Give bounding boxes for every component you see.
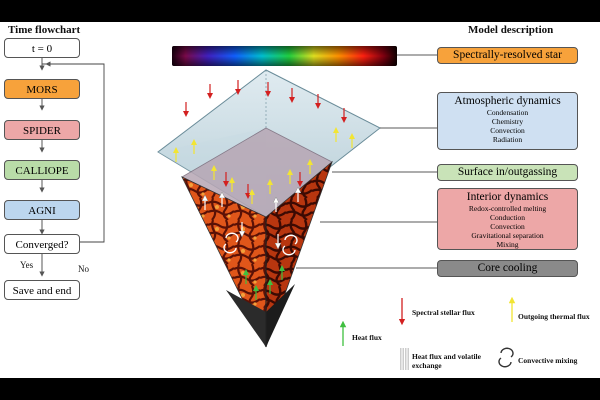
legend-heat-volatile: Heat flux and volatile exchange <box>412 352 481 370</box>
desc-interior-label: Interior dynamics <box>466 191 549 203</box>
figure-canvas: Time flowchart Model description t = 0 M… <box>0 22 600 378</box>
legend-glyphs <box>339 296 516 370</box>
flow-step-mors: MORS <box>4 79 80 99</box>
flowchart-title: Time flowchart <box>8 24 81 36</box>
flow-step-agni: AGNI <box>4 200 80 220</box>
desc-surface-label: Surface in/outgassing <box>457 166 558 178</box>
heat-flux-arrows <box>243 265 285 300</box>
desc-interior: Interior dynamics Redox-controlled melti… <box>437 188 578 250</box>
model-title: Model description <box>468 24 554 36</box>
stellar-flux-arrows <box>183 80 347 199</box>
desc-core-label: Core cooling <box>477 262 538 274</box>
desc-surface: Surface in/outgassing <box>437 164 578 181</box>
desc-interior-item: Gravitational separation <box>471 231 544 240</box>
flow-step-converged: Converged? <box>4 234 80 254</box>
legend-spectral-flux: Spectral stellar flux <box>412 308 475 317</box>
desc-atmosphere-item: Chemistry <box>491 117 524 126</box>
connector-lines <box>296 54 437 269</box>
thermal-flux-arrows <box>173 127 355 204</box>
legend-thermal-flux: Outgoing thermal flux <box>518 312 590 321</box>
exchange-arrows <box>205 190 298 246</box>
desc-star: Spectrally-resolved star <box>437 47 578 64</box>
desc-core: Core cooling <box>437 260 578 277</box>
desc-interior-item: Conduction <box>490 213 525 222</box>
flow-step-spider: SPIDER <box>4 120 80 140</box>
flow-step-t0: t = 0 <box>4 38 80 58</box>
desc-atmosphere-item: Convection <box>490 126 525 135</box>
flow-step-calliope: CALLIOPE <box>4 160 80 180</box>
desc-interior-item: Redox-controlled melting <box>468 204 547 213</box>
flow-no-label: No <box>78 264 89 274</box>
legend-heat-flux: Heat flux <box>352 333 382 342</box>
desc-interior-item: Mixing <box>496 240 519 249</box>
flow-yes-label: Yes <box>20 260 34 270</box>
desc-interior-item: Convection <box>490 222 525 231</box>
desc-atmosphere-label: Atmospheric dynamics <box>454 95 561 107</box>
diagram-graphic <box>39 46 516 370</box>
desc-atmosphere-item: Radiation <box>492 135 523 144</box>
desc-star-label: Spectrally-resolved star <box>453 49 562 61</box>
desc-atmosphere-item: Condensation <box>486 108 529 117</box>
flow-step-save: Save and end <box>4 280 80 300</box>
desc-atmosphere: Atmospheric dynamics Condensation Chemis… <box>437 92 578 150</box>
legend-convective-mixing: Convective mixing <box>518 356 578 365</box>
convective-mixing-symbols <box>223 232 298 256</box>
